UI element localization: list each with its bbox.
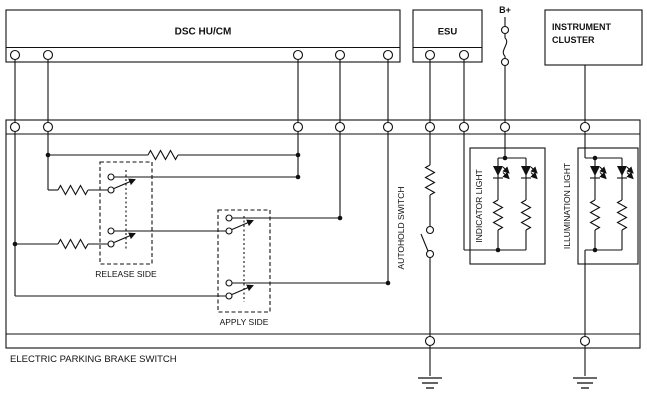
indicator-light-label: INDICATOR LIGHT	[474, 169, 484, 242]
illumination-light-branch	[577, 147, 639, 376]
epb-switch-title: ELECTRIC PARKING BRAKE SWITCH	[10, 354, 177, 365]
junction-dot	[45, 152, 51, 158]
junction-dot	[295, 174, 301, 180]
junction-dot	[592, 155, 598, 161]
ground-left	[418, 377, 442, 389]
release-apply-wiring	[15, 149, 388, 297]
junction-dot	[502, 155, 508, 161]
dsc-box	[5, 9, 401, 63]
instrument-cluster-label-2: CLUSTER	[552, 35, 595, 45]
epb-switch-box	[5, 119, 641, 349]
wiring-lines	[5, 9, 643, 389]
apply-side-label: APPLY SIDE	[220, 317, 269, 327]
led-icon	[617, 166, 627, 176]
dsc-label: DSC HU/CM	[175, 27, 232, 38]
instrument-cluster-label-1: INSTRUMENT	[552, 22, 611, 32]
esu-box	[412, 9, 483, 63]
bplus-label: B+	[499, 5, 511, 15]
release-switch	[99, 161, 153, 265]
connector-pins	[9, 25, 591, 347]
resistor-icon	[424, 164, 436, 196]
junction-dot	[385, 280, 391, 286]
junction-dot	[295, 152, 301, 158]
instrument-cluster-box	[544, 9, 643, 66]
resistor-icon	[57, 184, 89, 196]
resistor-icon	[589, 199, 601, 231]
resistor-icon	[492, 199, 504, 231]
resistor-icon	[616, 199, 628, 231]
led-icon	[521, 166, 531, 176]
junction-dot	[495, 247, 501, 253]
junction-dot	[12, 241, 18, 247]
junction-dot	[592, 247, 598, 253]
ground-right	[573, 377, 597, 389]
resistor-icon	[520, 199, 532, 231]
illumination-light-label: ILLUMINATION LIGHT	[562, 163, 572, 249]
filled-symbols	[12, 152, 627, 286]
esu-label: ESU	[438, 27, 458, 38]
junction-dot	[337, 215, 343, 221]
battery-feed	[502, 17, 508, 158]
indicator-light-branch	[464, 147, 546, 265]
led-icon	[590, 166, 600, 176]
resistor-icon	[147, 149, 179, 161]
resistor-icon	[57, 238, 89, 250]
autohold-switch-label: AUTOHOLD SWITCH	[396, 187, 406, 270]
autohold-switch-branch	[420, 164, 436, 376]
apply-switch	[217, 209, 271, 313]
led-icon	[493, 166, 503, 176]
release-side-label: RELEASE SIDE	[95, 269, 157, 279]
fuse-icon	[502, 37, 508, 57]
